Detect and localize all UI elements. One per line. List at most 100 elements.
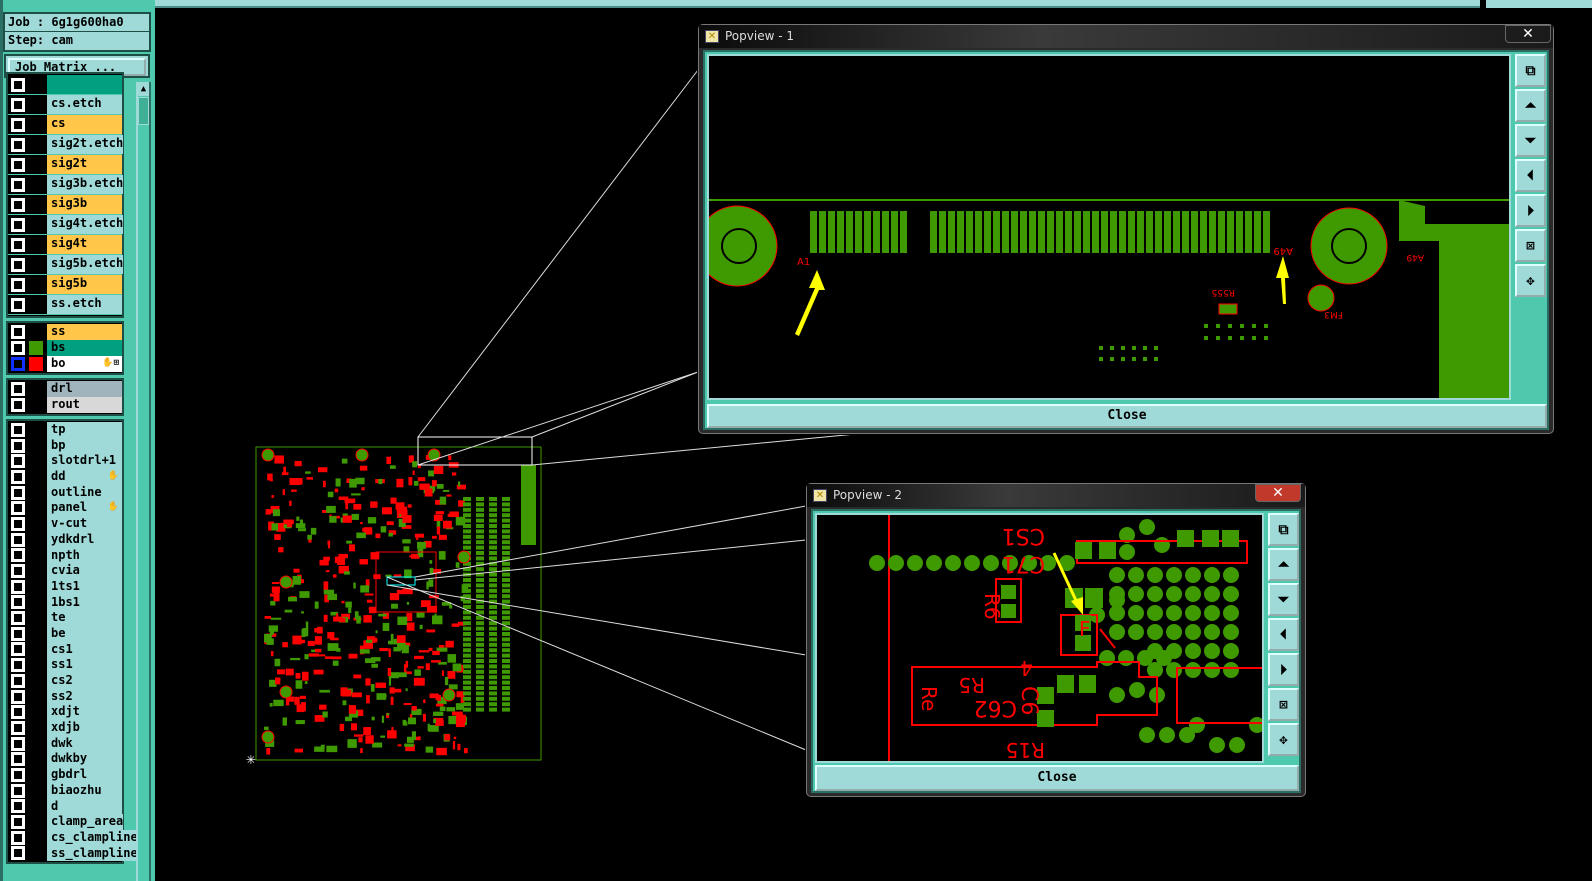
layer-row[interactable]: dwkby [8, 751, 122, 768]
layer-row[interactable]: 1bs1 [8, 594, 122, 611]
layer-color-swatch[interactable] [29, 752, 43, 767]
layer-row[interactable]: sig5b.etch [8, 255, 124, 275]
layer-row[interactable]: sig2t [8, 155, 122, 175]
close-icon[interactable]: ✕ [1505, 25, 1551, 43]
layer-row[interactable]: ss [8, 324, 122, 340]
popview-2-close-button[interactable]: Close [815, 765, 1299, 791]
zoom-out-icon[interactable]: ✥ [1515, 264, 1546, 297]
layer-name[interactable]: clamp_area [47, 814, 124, 830]
layer-checkbox[interactable] [10, 735, 26, 752]
layer-checkbox[interactable] [10, 236, 26, 253]
layer-checkbox[interactable] [10, 657, 26, 674]
layer-color-swatch[interactable] [29, 532, 43, 547]
layer-color-swatch[interactable] [29, 501, 43, 516]
layer-color-swatch[interactable] [29, 97, 43, 112]
layer-color-swatch[interactable] [29, 736, 43, 751]
zoom-out-icon[interactable]: ✥ [1268, 723, 1299, 756]
layer-color-swatch[interactable] [29, 177, 43, 192]
layer-row[interactable]: cs [8, 115, 122, 135]
layer-checkbox[interactable] [10, 116, 26, 133]
popview-1-titlebar[interactable]: ✕Popview - 1 [699, 25, 1553, 48]
layer-checkbox[interactable] [10, 276, 26, 293]
layer-color-swatch[interactable] [29, 77, 43, 92]
zoom-in-icon[interactable]: ⊠ [1268, 688, 1299, 721]
layer-name[interactable]: cs_clampline [47, 829, 138, 846]
layer-color-swatch[interactable] [29, 846, 43, 861]
layer-name[interactable]: rout [47, 397, 122, 413]
layer-name[interactable]: gbdrl [47, 767, 122, 783]
layer-name[interactable]: cs [47, 115, 122, 134]
pan-up-icon[interactable]: ⏶ [1515, 89, 1546, 122]
layer-color-swatch[interactable] [29, 564, 43, 579]
layer-row[interactable]: gbdrl [8, 766, 122, 783]
layer-row[interactable]: ss.etch [8, 295, 122, 315]
layer-checkbox[interactable] [10, 324, 26, 340]
layer-row[interactable]: sig4t [8, 235, 122, 255]
layer-name[interactable]: bo✋⊞ [47, 356, 122, 372]
layer-row[interactable]: sig2t.etch [8, 135, 124, 155]
layer-name[interactable]: cvia [47, 563, 122, 579]
layer-color-swatch[interactable] [29, 658, 43, 673]
layer-row[interactable]: d [8, 798, 122, 815]
layer-name[interactable]: biaozhu [47, 782, 122, 799]
layer-color-swatch[interactable] [29, 485, 43, 500]
layer-row[interactable]: slotdrl+1 [8, 453, 122, 470]
layer-name[interactable]: ss1 [47, 657, 122, 673]
layer-row[interactable]: cs1 [8, 641, 122, 658]
popview-2-titlebar[interactable]: ✕Popview - 2 [807, 484, 1305, 507]
layer-name[interactable] [47, 75, 122, 94]
layer-checkbox[interactable] [10, 340, 26, 356]
layer-checkbox[interactable] [10, 798, 26, 815]
layer-name[interactable]: cs1 [47, 641, 122, 658]
layer-row[interactable]: biaozhu [8, 782, 122, 799]
layer-color-swatch[interactable] [29, 422, 43, 437]
layer-name[interactable]: d [47, 798, 122, 815]
layer-checkbox[interactable] [10, 594, 26, 611]
scroll-thumb[interactable] [138, 97, 149, 125]
layer-name[interactable]: sig4t [47, 235, 122, 254]
layer-name[interactable]: xdjb [47, 720, 122, 736]
pan-left-icon[interactable]: ⏴ [1268, 618, 1299, 651]
layer-row[interactable]: te [8, 610, 122, 627]
layer-name[interactable]: ss [47, 324, 122, 340]
layer-name[interactable]: dd✋ [47, 469, 122, 485]
layer-name[interactable]: 1ts1 [47, 578, 122, 595]
layer-checkbox[interactable] [10, 719, 26, 736]
layer-color-swatch[interactable] [29, 137, 43, 152]
layer-name[interactable]: xdjt [47, 704, 122, 721]
layer-name[interactable]: tp [47, 422, 122, 438]
layer-checkbox[interactable] [10, 641, 26, 658]
layer-checkbox[interactable] [10, 468, 26, 485]
layer-color-swatch[interactable] [29, 579, 43, 594]
layer-name[interactable]: sig2t.etch [47, 135, 124, 154]
layer-color-swatch[interactable] [29, 626, 43, 641]
layer-checkbox[interactable] [10, 156, 26, 173]
layer-checkbox[interactable] [10, 176, 26, 193]
layer-name[interactable]: npth [47, 547, 122, 564]
layer-row[interactable]: rout [8, 397, 122, 413]
layer-row[interactable]: ydkdrl [8, 531, 122, 548]
scroll-up-icon[interactable]: ▲ [138, 82, 149, 96]
layer-color-swatch[interactable] [29, 548, 43, 563]
layer-row[interactable]: ss2 [8, 688, 122, 705]
layer-row[interactable]: cvia [8, 563, 122, 580]
layer-color-swatch[interactable] [29, 799, 43, 814]
layer-row[interactable]: ss_clampline [8, 845, 138, 862]
pan-down-icon[interactable]: ⏷ [1515, 124, 1546, 157]
layer-name[interactable]: slotdrl+1 [47, 453, 122, 470]
layer-name[interactable]: sig5b [47, 275, 122, 294]
layer-checkbox[interactable] [10, 704, 26, 721]
layer-color-swatch[interactable] [29, 767, 43, 782]
layer-name[interactable]: ydkdrl [47, 531, 122, 548]
layer-checkbox[interactable] [10, 610, 26, 627]
layer-row[interactable]: sig3b.etch [8, 175, 124, 195]
layer-checkbox[interactable] [10, 766, 26, 783]
layer-color-swatch[interactable] [29, 382, 43, 396]
layer-name[interactable]: panel✋ [47, 500, 122, 517]
layer-checkbox[interactable] [10, 845, 26, 862]
layer-name[interactable]: ss_clampline [47, 845, 138, 862]
layer-name[interactable]: dwkby [47, 751, 122, 768]
layer-color-swatch[interactable] [29, 197, 43, 212]
layer-row[interactable]: cs2 [8, 672, 122, 689]
layer-row[interactable]: cs_clampline [8, 829, 138, 846]
